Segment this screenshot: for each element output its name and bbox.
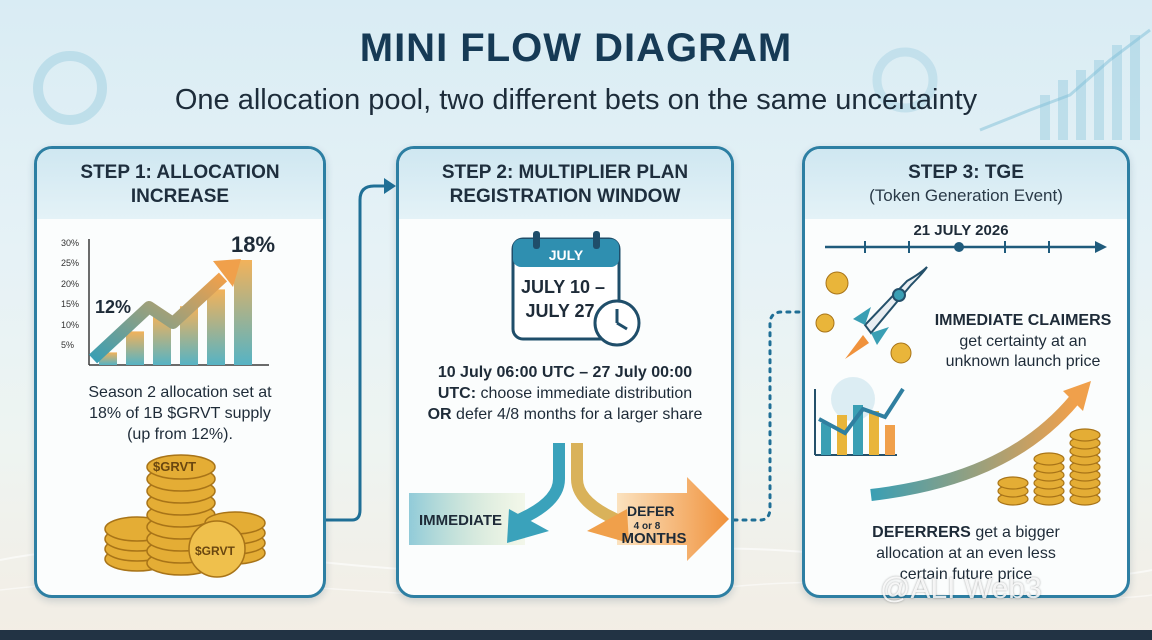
chart-tick: 5% bbox=[61, 340, 75, 350]
step3-card: STEP 3: TGE (Token Generation Event) 21 … bbox=[802, 146, 1130, 598]
step3-header: STEP 3: TGE (Token Generation Event) bbox=[805, 149, 1127, 219]
calendar-icon bbox=[511, 231, 641, 347]
window-line2: UTC: choose immediate distribution bbox=[399, 384, 731, 404]
step1-title-line2: INCREASE bbox=[130, 186, 230, 207]
trend-arrowhead bbox=[213, 259, 241, 287]
start-value-label: 12% bbox=[95, 297, 132, 317]
step2-title-line2: REGISTRATION WINDOW bbox=[449, 186, 681, 207]
chart-tick: 10% bbox=[61, 320, 80, 330]
connector-arrowhead bbox=[384, 178, 396, 194]
immediate-claimers-text: get certainty at an bbox=[959, 333, 1087, 350]
chart-bar bbox=[180, 306, 198, 365]
chart-bar bbox=[234, 260, 252, 365]
deferrers-line1: DEFERRERS get a bigger bbox=[805, 523, 1127, 543]
timeline-date: 21 JULY 2026 bbox=[913, 222, 1009, 239]
step3-title: STEP 3: TGE bbox=[908, 162, 1024, 183]
immediate-claimers-text: unknown launch price bbox=[945, 353, 1101, 370]
step2-card: STEP 2: MULTIPLIER PLAN REGISTRATION WIN… bbox=[396, 146, 734, 598]
trend-arrow bbox=[88, 272, 228, 364]
step1-title-line1: STEP 1: ALLOCATION bbox=[80, 162, 280, 183]
option-immediate: IMMEDIATE bbox=[419, 512, 503, 529]
rocket-icon bbox=[815, 266, 928, 364]
option-defer-top: DEFER bbox=[627, 503, 675, 519]
calendar-date-line2: JULY 27 bbox=[525, 301, 595, 321]
split-arrows bbox=[409, 443, 729, 561]
step3-subtitle: (Token Generation Event) bbox=[869, 186, 1063, 205]
watermark: @ALI Web3 bbox=[880, 572, 1042, 605]
step1-description-line: Season 2 allocation set at bbox=[88, 384, 272, 401]
window-line3-bold: OR bbox=[427, 406, 452, 423]
defer-arrow bbox=[617, 477, 729, 561]
growth-illustration bbox=[814, 377, 1101, 506]
window-line1: 10 July 06:00 UTC – 27 July 00:00 bbox=[437, 364, 693, 381]
bar-chart-icon bbox=[814, 377, 905, 456]
connector-step2-step3 bbox=[732, 310, 802, 522]
connector-step1-step2 bbox=[324, 184, 390, 522]
window-line2-bold: UTC: bbox=[437, 385, 477, 402]
deferrers-text: certain future price bbox=[899, 566, 1033, 583]
chart-tick: 15% bbox=[61, 299, 80, 309]
chart-tick: 30% bbox=[61, 238, 80, 248]
immediate-claimers-label: IMMEDIATE CLAIMERS bbox=[934, 312, 1112, 329]
window-line2-text: choose immediate distribution bbox=[476, 385, 693, 402]
step2-header: STEP 2: MULTIPLIER PLAN REGISTRATION WIN… bbox=[399, 149, 731, 219]
calendar-date-line1: JULY 10 – bbox=[520, 277, 606, 297]
split-arrowhead-right bbox=[587, 509, 629, 543]
step1-description-line: 18% of 1B $GRVT supply bbox=[89, 405, 271, 422]
coin-label: $GRVT bbox=[153, 459, 197, 474]
chart-bar bbox=[153, 314, 171, 365]
step1-description-line: (up from 12%). bbox=[127, 426, 233, 443]
page-title: MINI FLOW DIAGRAM bbox=[359, 26, 793, 70]
timeline bbox=[825, 241, 1107, 253]
coin-stacks bbox=[997, 428, 1101, 506]
step1-card: STEP 1: ALLOCATION INCREASE 30% 25% 20% … bbox=[34, 146, 326, 598]
deferrers-text: get a bigger bbox=[975, 524, 1060, 541]
window-line3-text: defer 4/8 months for a larger share bbox=[451, 406, 703, 423]
deferrers-label: DEFERRERS bbox=[872, 524, 971, 541]
end-value-label: 18% bbox=[231, 232, 276, 257]
deferrers-text: allocation at an even less bbox=[876, 545, 1056, 562]
split-arrowhead-left bbox=[507, 509, 549, 543]
allocation-chart bbox=[88, 239, 269, 366]
step1-header: STEP 1: ALLOCATION INCREASE bbox=[37, 149, 323, 219]
option-defer-bottom: MONTHS bbox=[621, 530, 687, 547]
chart-bar bbox=[126, 331, 144, 365]
chart-tick: 20% bbox=[61, 279, 80, 289]
immediate-arrow-body bbox=[409, 493, 525, 545]
calendar-month: JULY bbox=[548, 247, 584, 263]
step2-title-line1: STEP 2: MULTIPLIER PLAN bbox=[441, 162, 689, 183]
chart-tick: 25% bbox=[61, 258, 80, 268]
coin-label: $GRVT bbox=[195, 544, 235, 558]
option-defer-mid: 4 or 8 bbox=[633, 521, 661, 532]
window-line3: OR defer 4/8 months for a larger share bbox=[399, 405, 731, 425]
grvt-coin-stack bbox=[104, 454, 266, 578]
chart-bar bbox=[207, 289, 225, 365]
page-subtitle: One allocation pool, two different bets … bbox=[174, 84, 978, 116]
